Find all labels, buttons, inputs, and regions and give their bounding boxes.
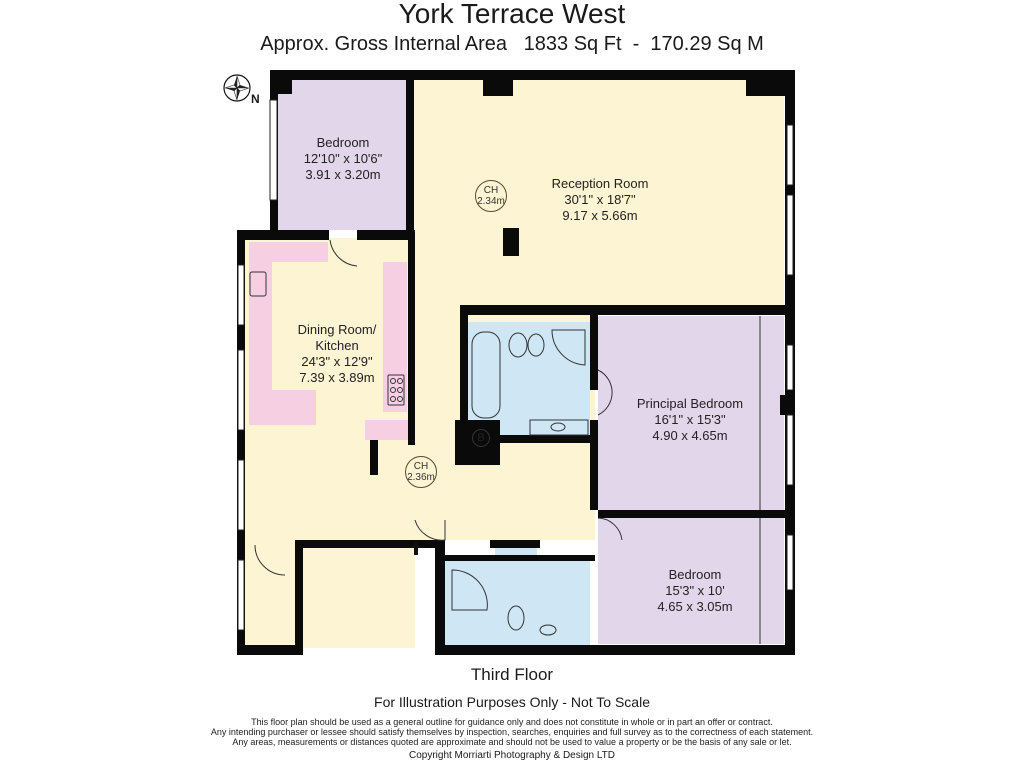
entrance-arrow-icon (411, 542, 421, 555)
north-label: N (251, 92, 260, 106)
boiler-icon: B (472, 429, 490, 447)
copyright: Copyright Morriarti Photography & Design… (408, 750, 615, 761)
disclaimer-line: Any areas, measurements or distances quo… (232, 737, 792, 747)
fixtures (249, 239, 761, 644)
illustration-note: For Illustration Purposes Only - Not To … (374, 694, 650, 710)
windows (237, 99, 794, 631)
compass-rose-icon (222, 73, 252, 108)
floor-name: Third Floor (470, 665, 554, 684)
plan-title: York Terrace West (398, 0, 626, 29)
disclaimer-line: Any intending purchaser or lessee should… (210, 727, 814, 737)
disclaimer-line: This floor plan should be used as a gene… (251, 717, 773, 727)
gross-area: Approx. Gross Internal Area 1833 Sq Ft -… (260, 33, 764, 55)
